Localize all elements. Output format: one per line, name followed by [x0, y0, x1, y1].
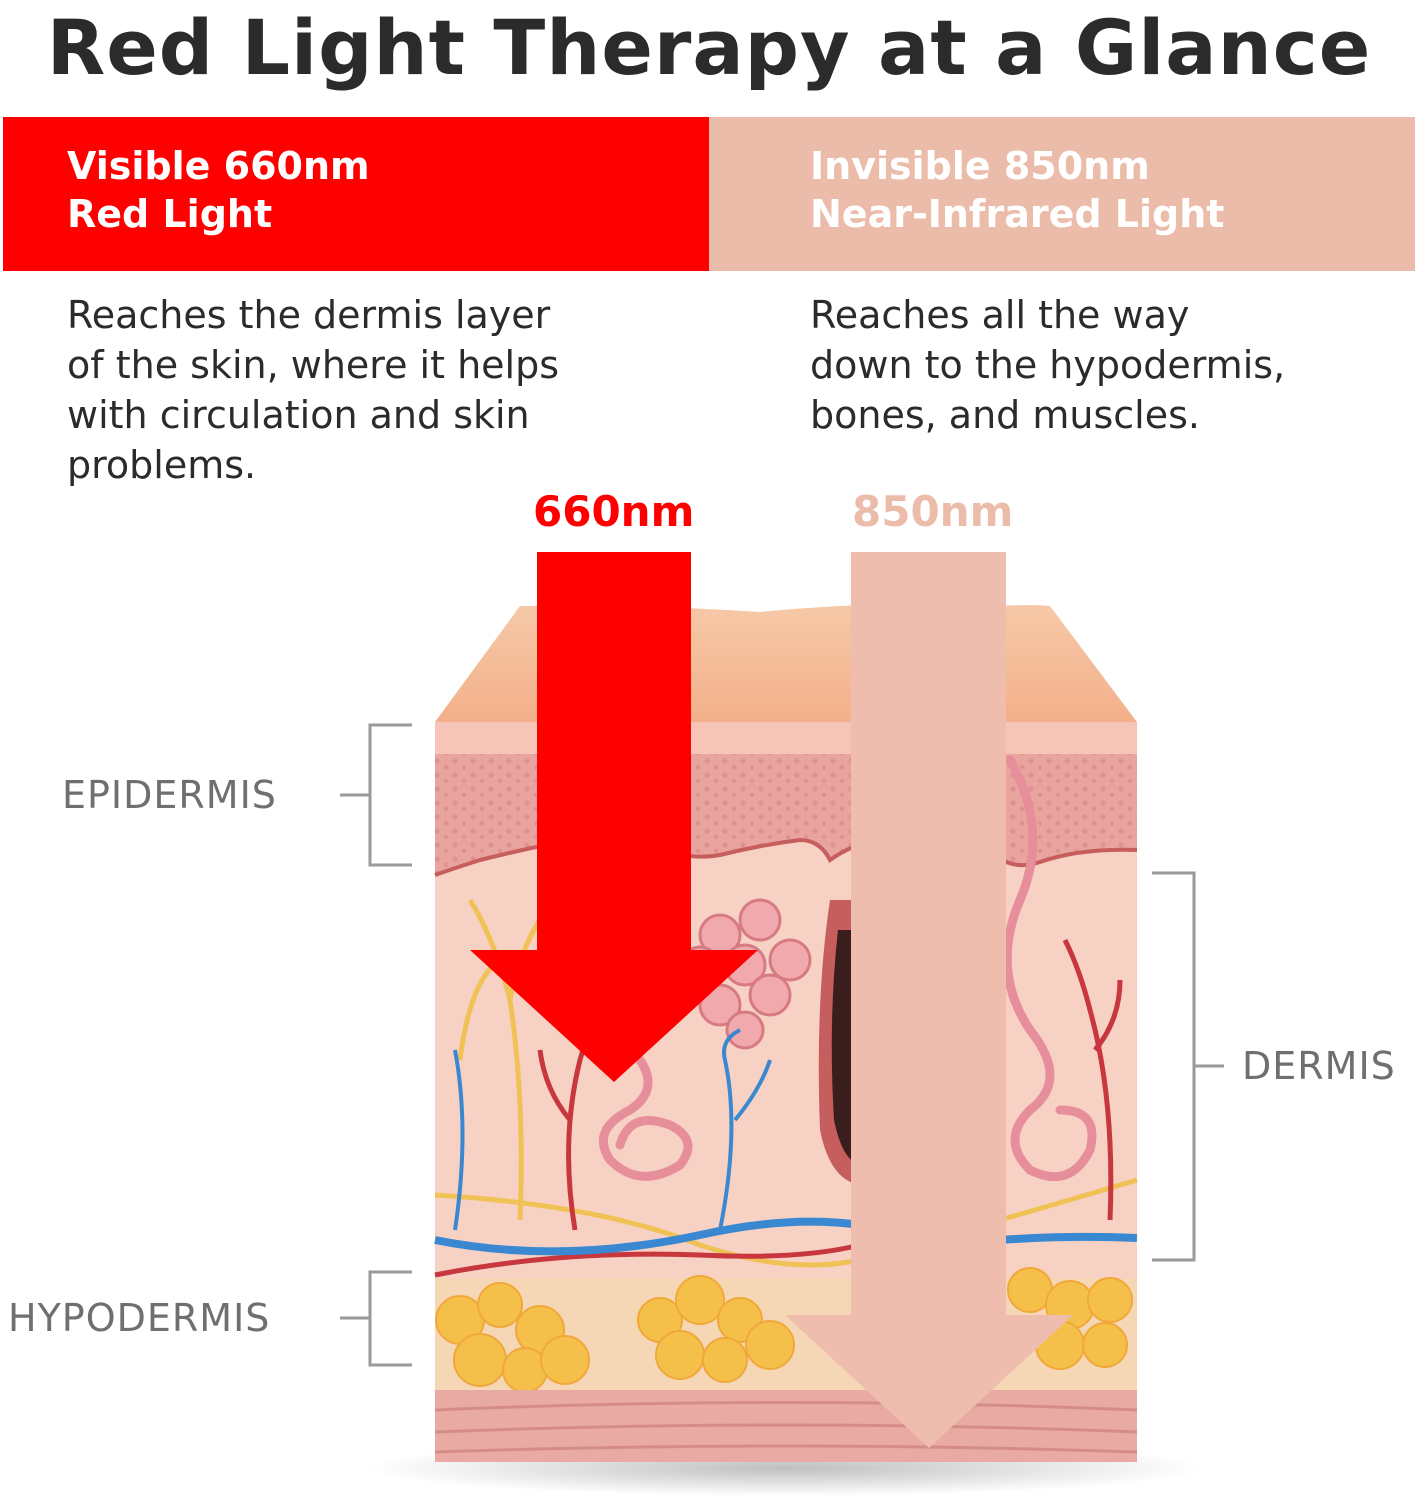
red-desc-line: Reaches the dermis layer: [67, 293, 551, 337]
red-light-description: Reaches the dermis layer of the skin, wh…: [67, 290, 559, 490]
red-light-banner: Visible 660nm Red Light: [3, 117, 709, 271]
sweat-gland-left: [598, 1055, 693, 1181]
red-light-heading-line2: Red Light: [67, 192, 273, 236]
sweat-gland-right: [1002, 755, 1097, 1182]
veins: [434, 1217, 1138, 1256]
nir-light-heading-line2: Near-Infrared Light: [810, 192, 1225, 236]
hypodermis-label: HYPODERMIS: [8, 1296, 271, 1340]
red-desc-line: of the skin, where it helps: [67, 343, 560, 387]
red-desc-line: with circulation and skin: [67, 393, 530, 437]
nir-desc-line: down to the hypodermis,: [810, 343, 1286, 387]
wavelength-label-850: 850nm: [852, 487, 1014, 536]
layer-brackets: [340, 723, 1224, 1367]
nir-light-heading-line1: Invisible 850nm: [810, 144, 1150, 188]
wavelength-label-660: 660nm: [533, 487, 695, 536]
nir-desc-line: Reaches all the way: [810, 293, 1190, 337]
capillaries: [453, 1028, 772, 1231]
red-desc-line: problems.: [67, 443, 257, 487]
nir-desc-line: bones, and muscles.: [810, 393, 1200, 437]
red-light-heading-line1: Visible 660nm: [67, 144, 370, 188]
nir-light-description: Reaches all the way down to the hypoderm…: [810, 290, 1285, 440]
dermis-label: DERMIS: [1242, 1044, 1396, 1088]
epidermis-label: EPIDERMIS: [62, 773, 277, 817]
red-arrow-icon: [470, 552, 758, 1082]
page-title: Red Light Therapy at a Glance: [46, 3, 1372, 92]
muscle-fibers: [434, 1401, 1138, 1454]
nir-arrow-icon: [785, 552, 1073, 1448]
nir-light-banner: Invisible 850nm Near-Infrared Light: [709, 117, 1415, 271]
